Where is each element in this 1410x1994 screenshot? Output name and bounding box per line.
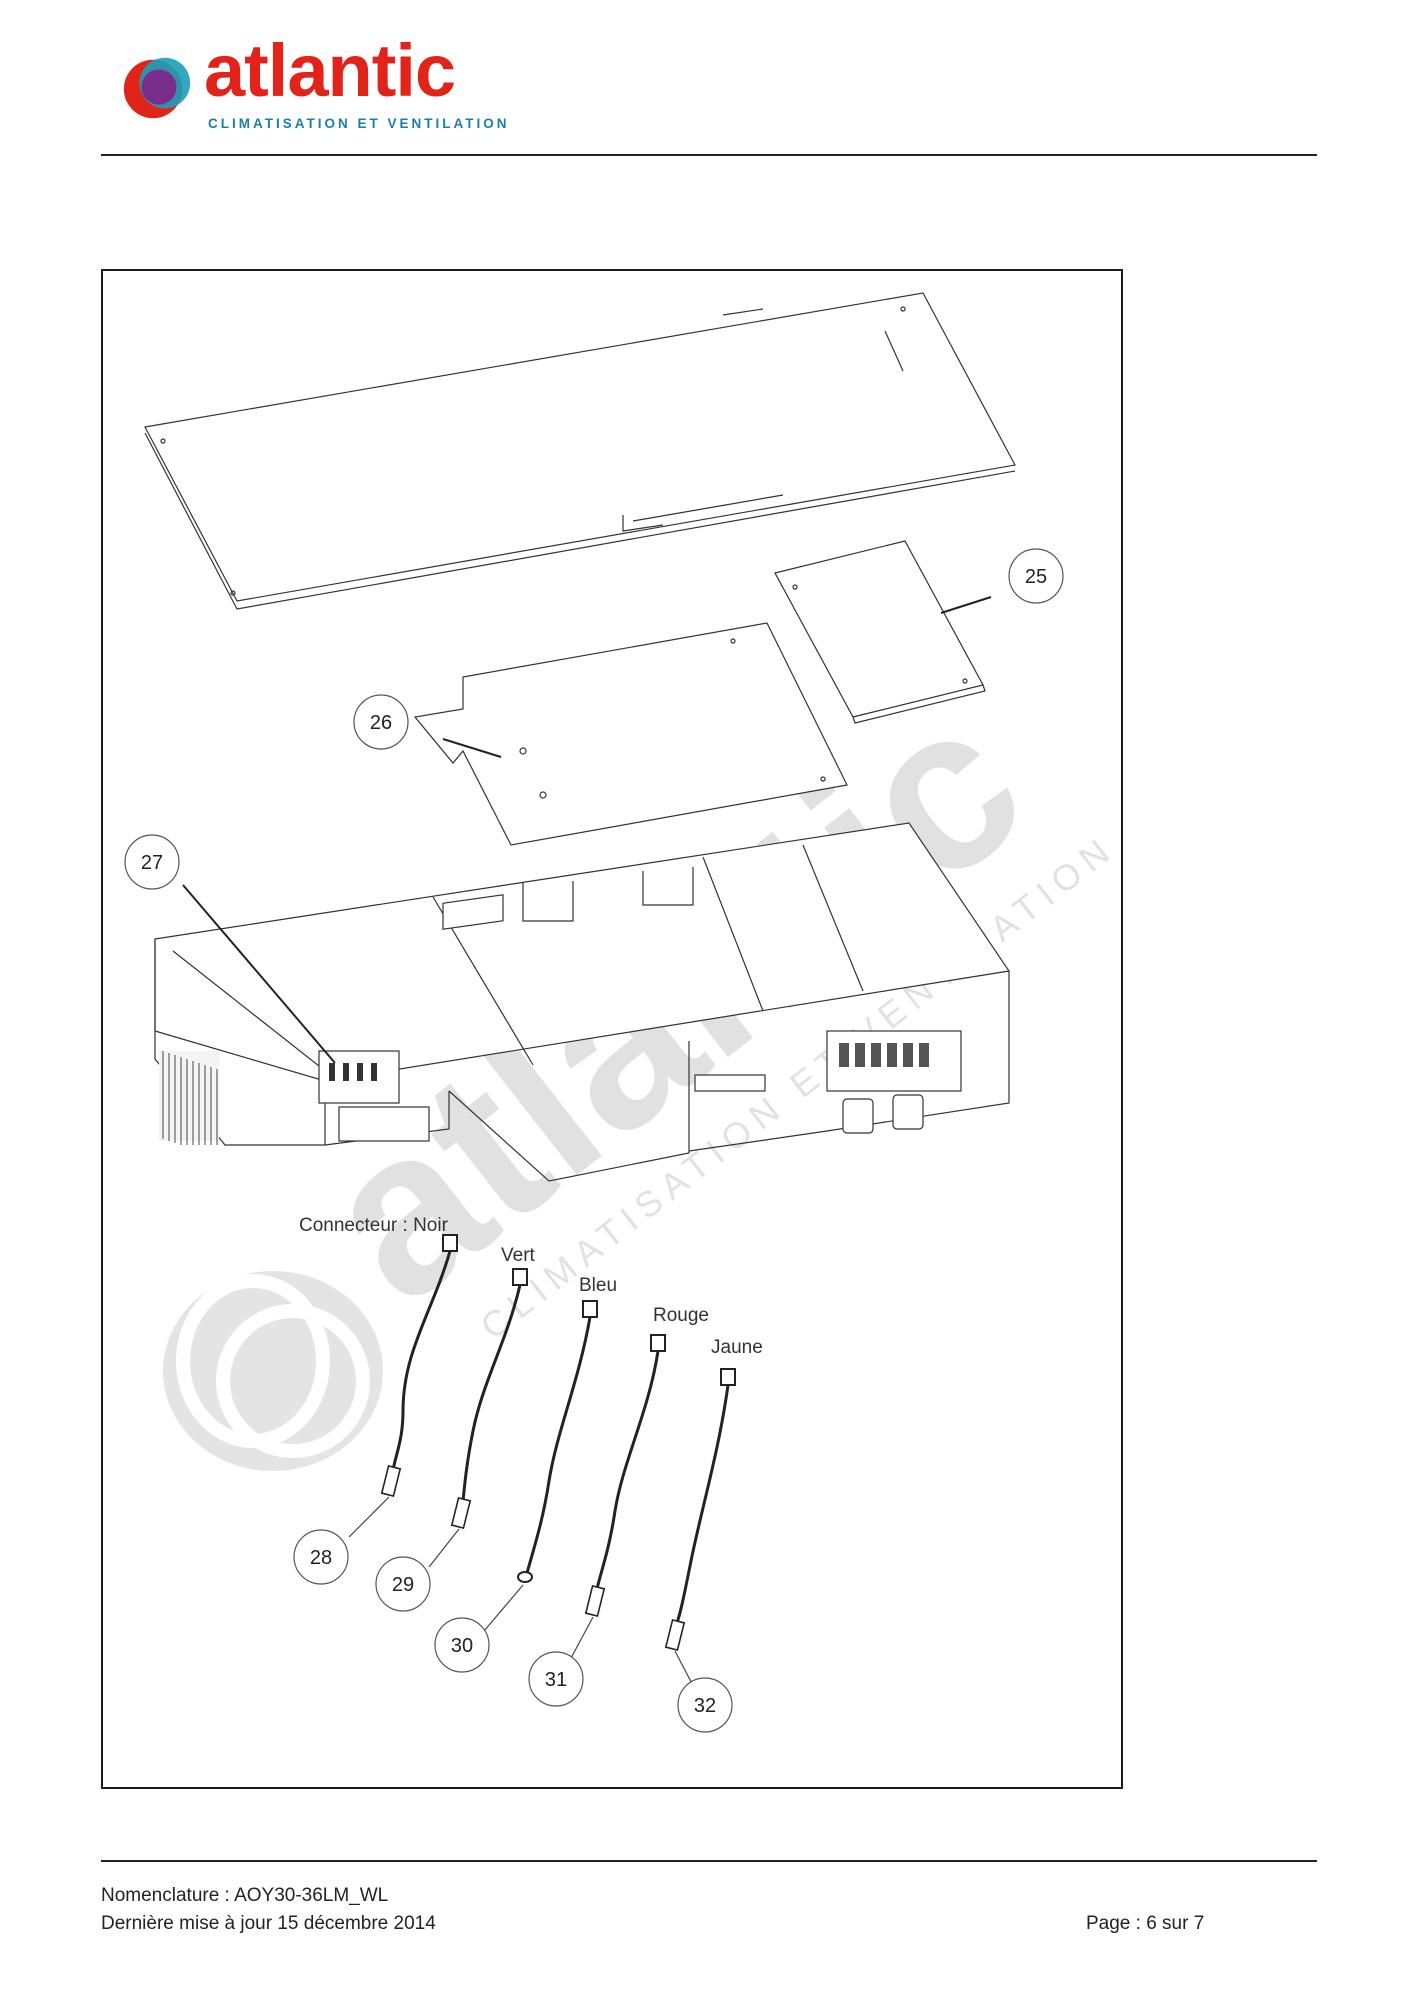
callout-26-label: 26: [370, 712, 392, 734]
sensor-30-blue: [517, 1300, 598, 1583]
callout-27-label: 27: [141, 852, 163, 874]
brand-name: atlantic: [204, 29, 456, 112]
footer-nomenclature: Nomenclature : AOY30-36LM_WL: [101, 1885, 389, 1906]
footer-last-update: Dernière mise à jour 15 décembre 2014: [101, 1913, 436, 1934]
callout-29-label: 29: [392, 1574, 414, 1596]
leader-27: [182, 884, 336, 1064]
wire-label-vert: Vert: [501, 1245, 536, 1266]
brand-logo: atlantic CLIMATISATION ET VENTILATION: [118, 34, 506, 134]
exploded-view-diagram: atlantic CLIMATISATION ET VENTILATION 25: [124, 292, 1121, 1733]
wire-label-bleu: Bleu: [579, 1275, 617, 1296]
callout-31-label: 31: [545, 1669, 567, 1691]
wire-label-noir: Connecteur : Noir: [299, 1215, 449, 1236]
sensor-32-yellow: [664, 1368, 736, 1652]
wire-label-rouge: Rouge: [653, 1305, 709, 1326]
part-26-pcb: [413, 622, 848, 846]
callout-25-label: 25: [1025, 566, 1047, 588]
callout-30: 30: [434, 1617, 490, 1673]
callout-29: 29: [375, 1556, 431, 1612]
sensor-31-red: [584, 1334, 666, 1618]
callout-25: 25: [1008, 548, 1064, 604]
exploded-view-frame: atlantic CLIMATISATION ET VENTILATION 25: [101, 269, 1123, 1789]
callout-31: 31: [528, 1651, 584, 1707]
leader-26: [442, 738, 502, 758]
top-cover-panel: [144, 292, 1016, 610]
callout-32-label: 32: [694, 1695, 716, 1717]
footer-divider: [101, 1860, 1317, 1862]
callout-32: 32: [677, 1677, 733, 1733]
watermark-logo-icon: [163, 1271, 383, 1471]
leader-25: [940, 596, 992, 614]
brand-tagline: CLIMATISATION ET VENTILATION: [208, 116, 510, 131]
sensor-29-green: [450, 1268, 528, 1530]
callout-30-label: 30: [451, 1635, 473, 1657]
callout-28-label: 28: [310, 1547, 332, 1569]
footer-page-number: Page : 6 sur 7: [1086, 1913, 1205, 1934]
atlantic-logo-icon: [123, 57, 191, 119]
part-25-pcb: [774, 540, 986, 724]
header-divider: [101, 154, 1317, 156]
callout-28: 28: [293, 1529, 349, 1585]
callout-27: 27: [124, 834, 180, 890]
wire-label-jaune: Jaune: [711, 1337, 763, 1358]
sensor-28-black: [380, 1234, 458, 1498]
callout-26: 26: [353, 694, 409, 750]
